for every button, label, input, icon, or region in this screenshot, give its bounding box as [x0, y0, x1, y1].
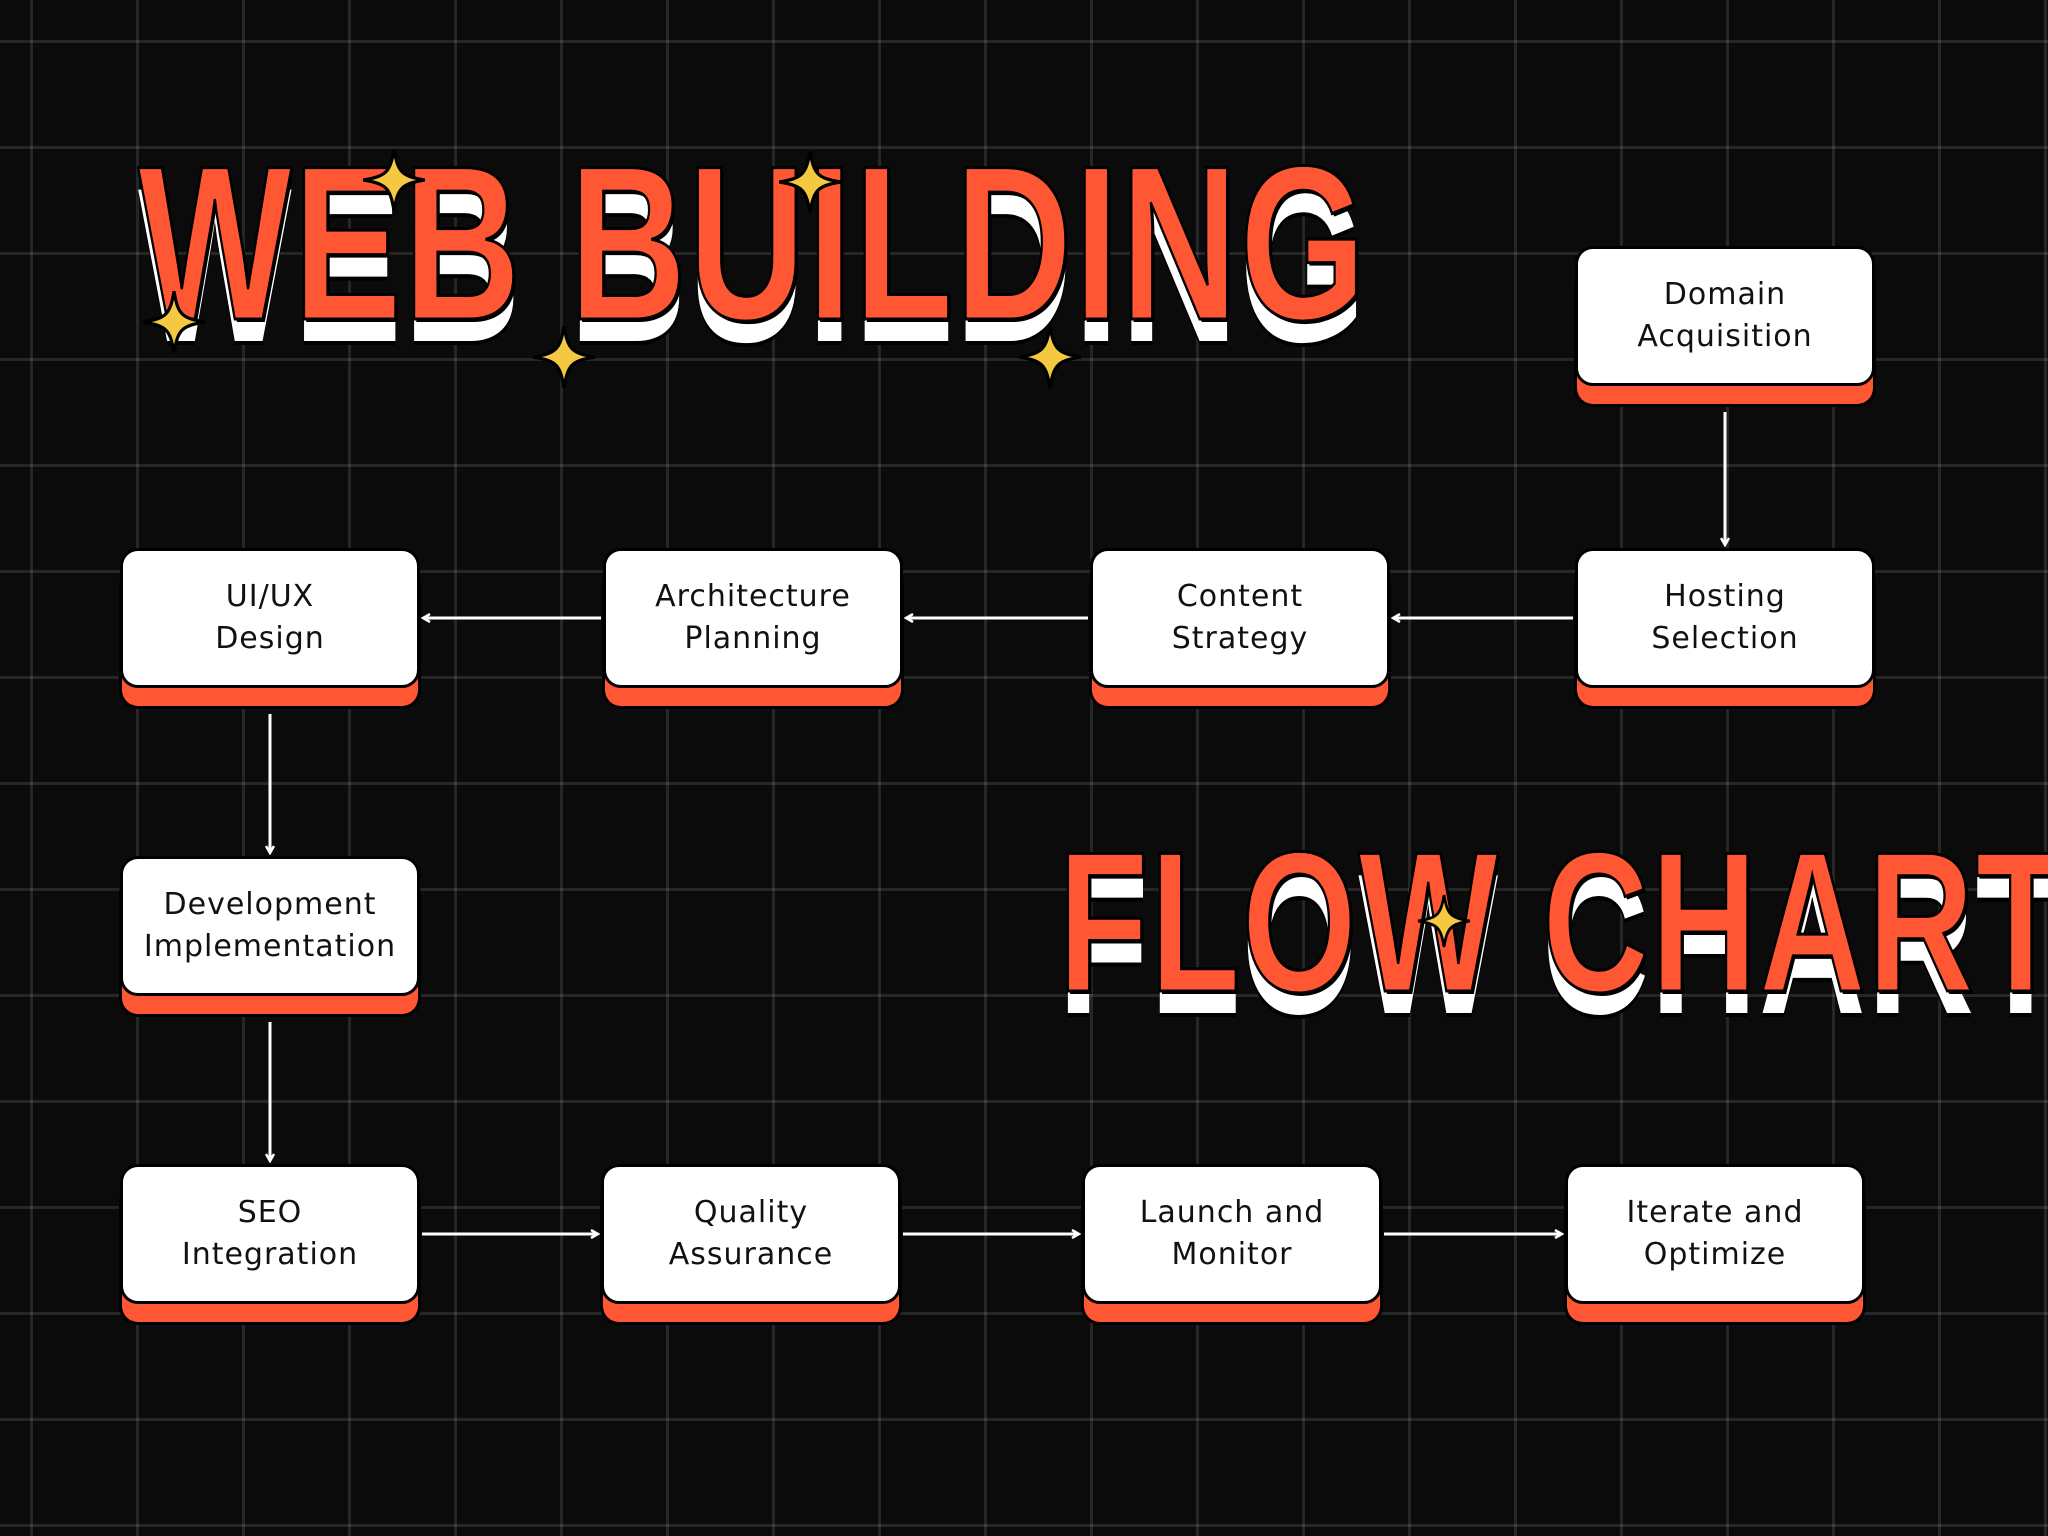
sparkle-icon	[142, 290, 206, 354]
title-flow-chart: FLOW CHART	[1057, 811, 2048, 1034]
title-web-building: WEB BUILDING	[137, 120, 1368, 366]
sparkle-icon	[532, 325, 596, 389]
sparkle-icon	[778, 150, 842, 214]
sparkle-icon	[1417, 894, 1471, 948]
sparkle-icon	[362, 148, 426, 212]
sparkle-icon	[1018, 325, 1082, 389]
